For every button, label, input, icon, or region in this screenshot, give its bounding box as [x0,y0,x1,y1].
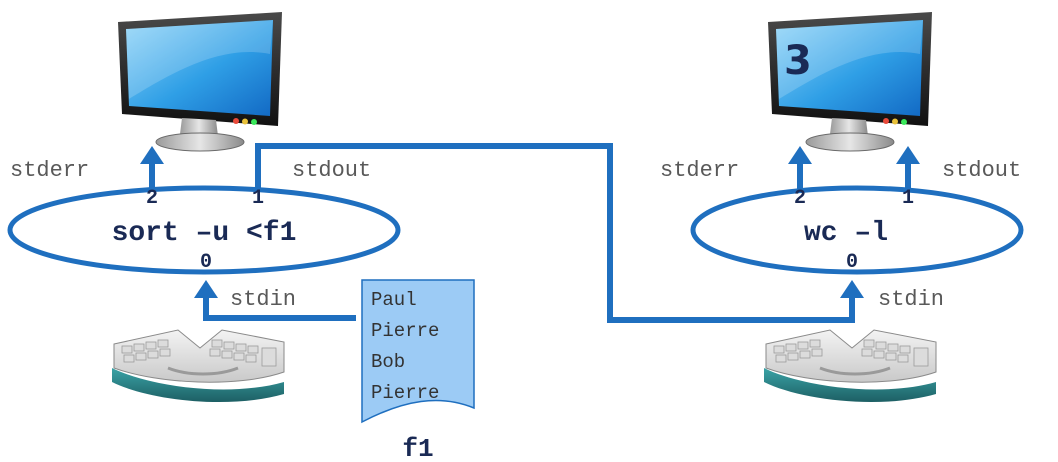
monitor-icon [117,11,283,152]
pipe-connector [255,143,855,323]
monitor-output-value: 3 [784,38,812,84]
pipe-arrowhead [840,280,864,298]
right-stdout-arrowhead [896,146,920,164]
file-document-icon: Paul Pierre Bob Pierre [361,279,475,424]
process-sort-command: sort –u <f1 [112,218,297,249]
stdout-label: stdout [292,158,371,183]
keyboard-icon [762,328,938,404]
left-stderr-arrowhead [140,146,164,164]
fd-stdin-number: 0 [846,251,858,274]
stdout-label: stdout [942,158,1021,183]
stderr-label: stderr [660,158,739,183]
file-input-arrowhead [194,280,218,298]
file-name-label: f1 [402,434,433,462]
right-stderr-arrowhead [788,146,812,164]
file-line: Pierre [371,382,439,404]
stdin-label: stdin [878,287,944,312]
file-line: Pierre [371,320,439,342]
keyboard-icon [110,328,286,404]
file-input-connector [203,296,356,321]
fd-stderr-number: 2 [794,187,806,210]
process-wc-command: wc –l [804,218,888,249]
fd-stderr-number: 2 [146,187,158,210]
process-sort-ellipse [7,185,401,275]
monitor-icon: 3 [767,11,933,152]
fd-stdin-number: 0 [200,251,212,274]
file-line: Bob [371,351,405,373]
fd-stdout-number: 1 [902,187,914,210]
stderr-label: stderr [10,158,89,183]
file-line: Paul [371,289,417,311]
stdin-label: stdin [230,287,296,312]
fd-stdout-number: 1 [252,187,264,210]
process-wc-ellipse [690,185,1024,275]
